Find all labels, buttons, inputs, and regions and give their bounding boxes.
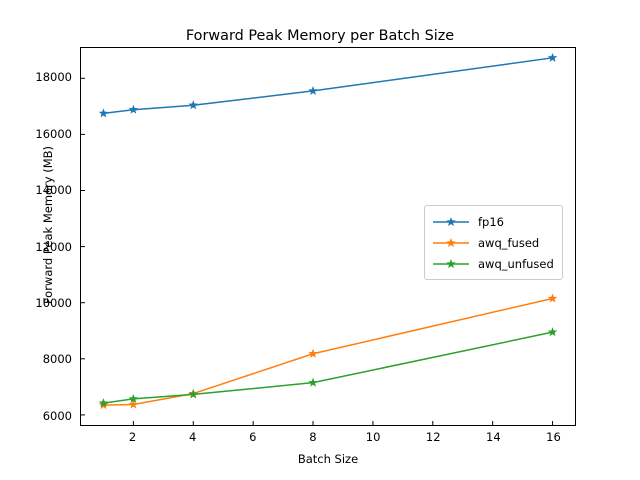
x-tick-label: 12 [425,430,441,444]
legend: fp16 awq_fused awq_unfused [424,205,563,280]
x-tick-label: 8 [309,430,317,444]
data-point-marker [308,377,318,387]
data-point-marker [547,52,558,62]
y-tick-label: 10000 [35,296,72,311]
data-point-marker [188,100,199,110]
data-point-marker [547,327,558,337]
data-point-marker [128,104,139,114]
x-axis-label: Batch Size [297,452,359,466]
plot-svg [81,52,558,425]
legend-label: fp16 [478,214,504,229]
series-line [102,57,554,115]
legend-swatch-icon [432,235,470,251]
series-line [102,297,554,406]
legend-item-fp16[interactable]: fp16 [432,211,554,232]
series-fp16 [98,52,558,118]
series-awq_fused [98,293,558,410]
y-tick-label: 8000 [42,352,72,367]
legend-item-awq_unfused[interactable]: awq_unfused [432,253,554,274]
y-tick-label: 12000 [35,239,72,254]
x-tick-label: 6 [249,430,257,444]
legend-swatch-icon [432,256,470,272]
x-tick-label: 2 [128,430,137,444]
y-tick-label: 6000 [42,408,72,423]
legend-item-awq_fused[interactable]: awq_fused [432,232,554,253]
data-point-marker [308,348,318,358]
data-point-marker [188,389,199,399]
data-point-marker [98,398,109,408]
data-point-marker [128,399,139,409]
data-point-marker [98,108,109,118]
legend-label: awq_fused [478,235,540,250]
y-tick-label: 14000 [35,183,72,198]
legend-label: awq_unfused [478,256,554,271]
y-tick-label: 18000 [35,70,72,85]
data-point-marker [128,393,139,403]
y-axis-tick-labels: 6000 8000 10000 12000 14000 16000 18000 [0,0,72,480]
legend-swatch-icon [432,214,470,230]
series-awq_unfused [98,327,558,408]
x-tick-label: 14 [486,430,501,444]
chart-title: Forward Peak Memory per Batch Size [185,28,455,44]
data-point-marker [547,293,558,303]
x-tick-label: 10 [365,430,381,444]
series-line [102,331,554,404]
data-point-marker [308,85,318,95]
x-tick-label: 16 [546,430,561,444]
x-tick-label: 4 [189,430,197,444]
y-tick-label: 16000 [35,126,72,141]
